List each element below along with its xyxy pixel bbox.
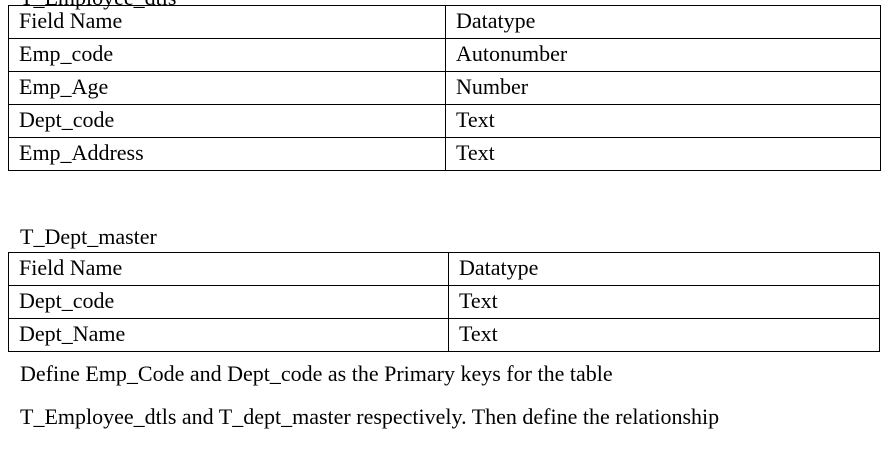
- header-datatype: Datatype: [445, 5, 881, 39]
- dept-fields-table: Field Name Datatype Dept_code Text Dept_…: [8, 252, 880, 352]
- header-field-name: Field Name: [8, 252, 449, 286]
- table-row: Emp_Address Text: [8, 137, 881, 171]
- employee-fields-table: Field Name Datatype Emp_code Autonumber …: [8, 5, 881, 171]
- table-row: Dept_Name Text: [8, 318, 880, 352]
- datatype-cell: Text: [445, 137, 881, 171]
- table-header-row: Field Name Datatype: [8, 5, 881, 39]
- datatype-cell: Text: [445, 104, 881, 138]
- table-row: Dept_code Text: [8, 285, 880, 319]
- instruction-line-1: Define Emp_Code and Dept_code as the Pri…: [20, 361, 613, 386]
- table-row: Emp_Age Number: [8, 71, 881, 105]
- field-name-cell: Dept_Name: [8, 318, 449, 352]
- dept-table-title: T_Dept_master: [20, 224, 157, 249]
- field-name-cell: Emp_code: [8, 38, 446, 72]
- field-name-cell: Dept_code: [8, 285, 449, 319]
- header-datatype: Datatype: [448, 252, 880, 286]
- header-field-name: Field Name: [8, 5, 446, 39]
- table-row: Dept_code Text: [8, 104, 881, 138]
- table-row: Emp_code Autonumber: [8, 38, 881, 72]
- instruction-line-2: T_Employee_dtls and T_dept_master respec…: [20, 404, 720, 429]
- datatype-cell: Number: [445, 71, 881, 105]
- table-header-row: Field Name Datatype: [8, 252, 880, 286]
- table1-title-clipped: T_Employee_dtls: [20, 0, 176, 9]
- field-name-cell: Emp_Address: [8, 137, 446, 171]
- datatype-cell: Text: [448, 285, 880, 319]
- datatype-cell: Text: [448, 318, 880, 352]
- field-name-cell: Dept_code: [8, 104, 446, 138]
- field-name-cell: Emp_Age: [8, 71, 446, 105]
- datatype-cell: Autonumber: [445, 38, 881, 72]
